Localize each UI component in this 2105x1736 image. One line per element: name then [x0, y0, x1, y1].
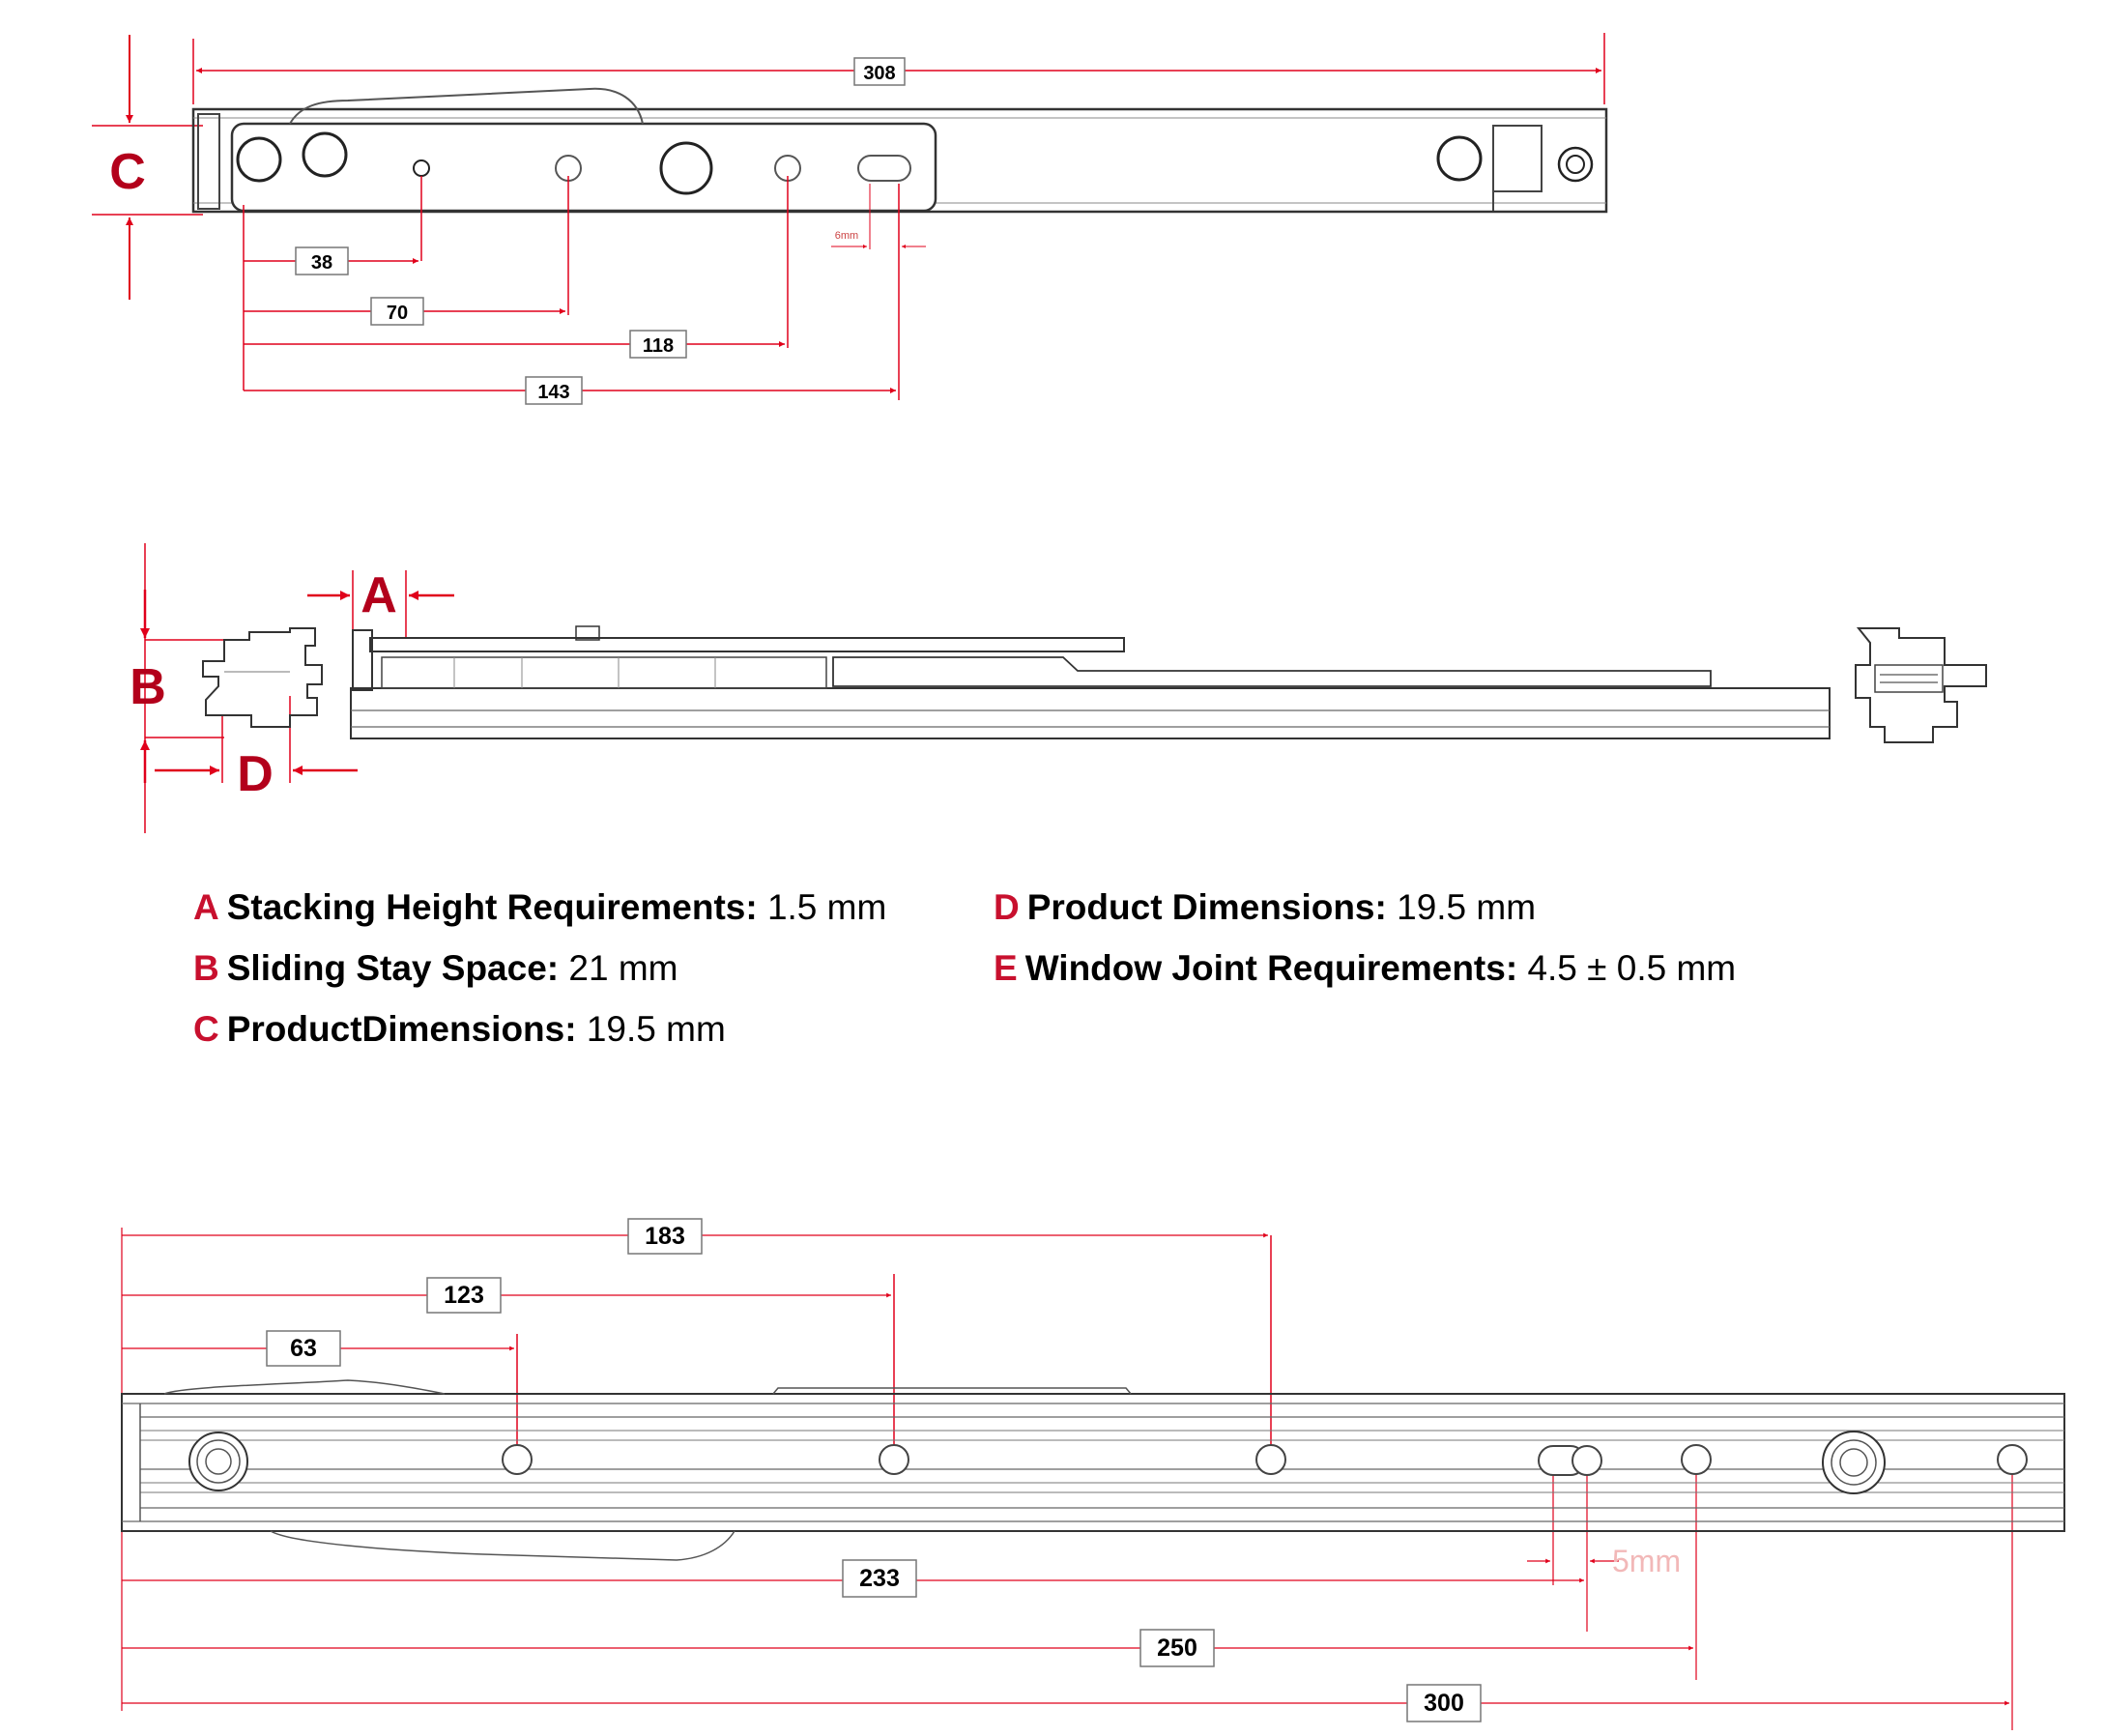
- rivet-hole: [302, 131, 348, 178]
- hole-183: [1255, 1444, 1286, 1475]
- rivet-left: [188, 1432, 248, 1491]
- rivet-hole: [659, 141, 713, 195]
- small-hole: [413, 159, 430, 177]
- dim-label-143: 143: [537, 382, 569, 403]
- legend-label-e: Window Joint Requirements:: [1024, 948, 1518, 988]
- legend-label-c: ProductDimensions:: [226, 1009, 577, 1049]
- letter-d: D: [237, 746, 274, 802]
- dim-label-63: 63: [290, 1335, 317, 1362]
- end-profile-right: [1855, 627, 1987, 743]
- slot-hole: [857, 155, 911, 182]
- top-view: 308 C 6mm: [92, 33, 1608, 405]
- legend-letter-c: C: [193, 1009, 219, 1049]
- hole-123: [879, 1444, 909, 1475]
- legend-letter-e: E: [994, 948, 1018, 988]
- dim-label-308: 308: [863, 63, 895, 84]
- side-rail: [350, 687, 1831, 739]
- stay-arm: [230, 122, 937, 213]
- letter-b: B: [130, 659, 166, 715]
- dim-label-70: 70: [387, 303, 408, 324]
- legend-letter-a: A: [193, 887, 219, 927]
- slot-note-5mm: 5mm: [1612, 1544, 1681, 1578]
- dim-label-123: 123: [444, 1282, 484, 1309]
- legend-letter-b: B: [193, 948, 219, 988]
- slot-note-6mm: 6mm: [835, 230, 858, 242]
- legend-value-d: 19.5 mm: [1397, 887, 1537, 927]
- dim-label-233: 233: [859, 1565, 900, 1592]
- legend-value-e: 4.5 ± 0.5 mm: [1527, 948, 1737, 988]
- frame-profile-left: [202, 627, 323, 728]
- dim-label-250: 250: [1157, 1635, 1197, 1662]
- side-view: B D A: [130, 543, 1987, 833]
- dim-label-38: 38: [311, 252, 332, 274]
- rivet-hole: [1436, 135, 1483, 182]
- bottom-view: 183 123 63: [121, 1218, 2065, 1730]
- bottom-rail: [121, 1393, 2065, 1532]
- dim-label-183: 183: [645, 1223, 685, 1250]
- legend-value-c: 19.5 mm: [586, 1009, 726, 1049]
- hole-63: [502, 1444, 533, 1475]
- letter-c: C: [109, 144, 146, 200]
- legend-label-a: Stacking Height Requirements:: [226, 887, 758, 927]
- hole-300: [1997, 1444, 2028, 1475]
- legend-value-a: 1.5 mm: [766, 887, 887, 927]
- hole-250: [1681, 1444, 1712, 1475]
- dim-label-118: 118: [643, 335, 674, 357]
- legend-label-d: Product Dimensions:: [1026, 887, 1387, 927]
- legend-label-b: Sliding Stay Space:: [226, 948, 560, 988]
- legend-value-b: 21 mm: [568, 948, 678, 988]
- legend-letter-d: D: [994, 887, 1020, 927]
- stay-arm-side: [369, 637, 1125, 652]
- pivot-hole: [236, 136, 282, 183]
- letter-a: A: [360, 567, 397, 623]
- dim-label-300: 300: [1424, 1690, 1464, 1717]
